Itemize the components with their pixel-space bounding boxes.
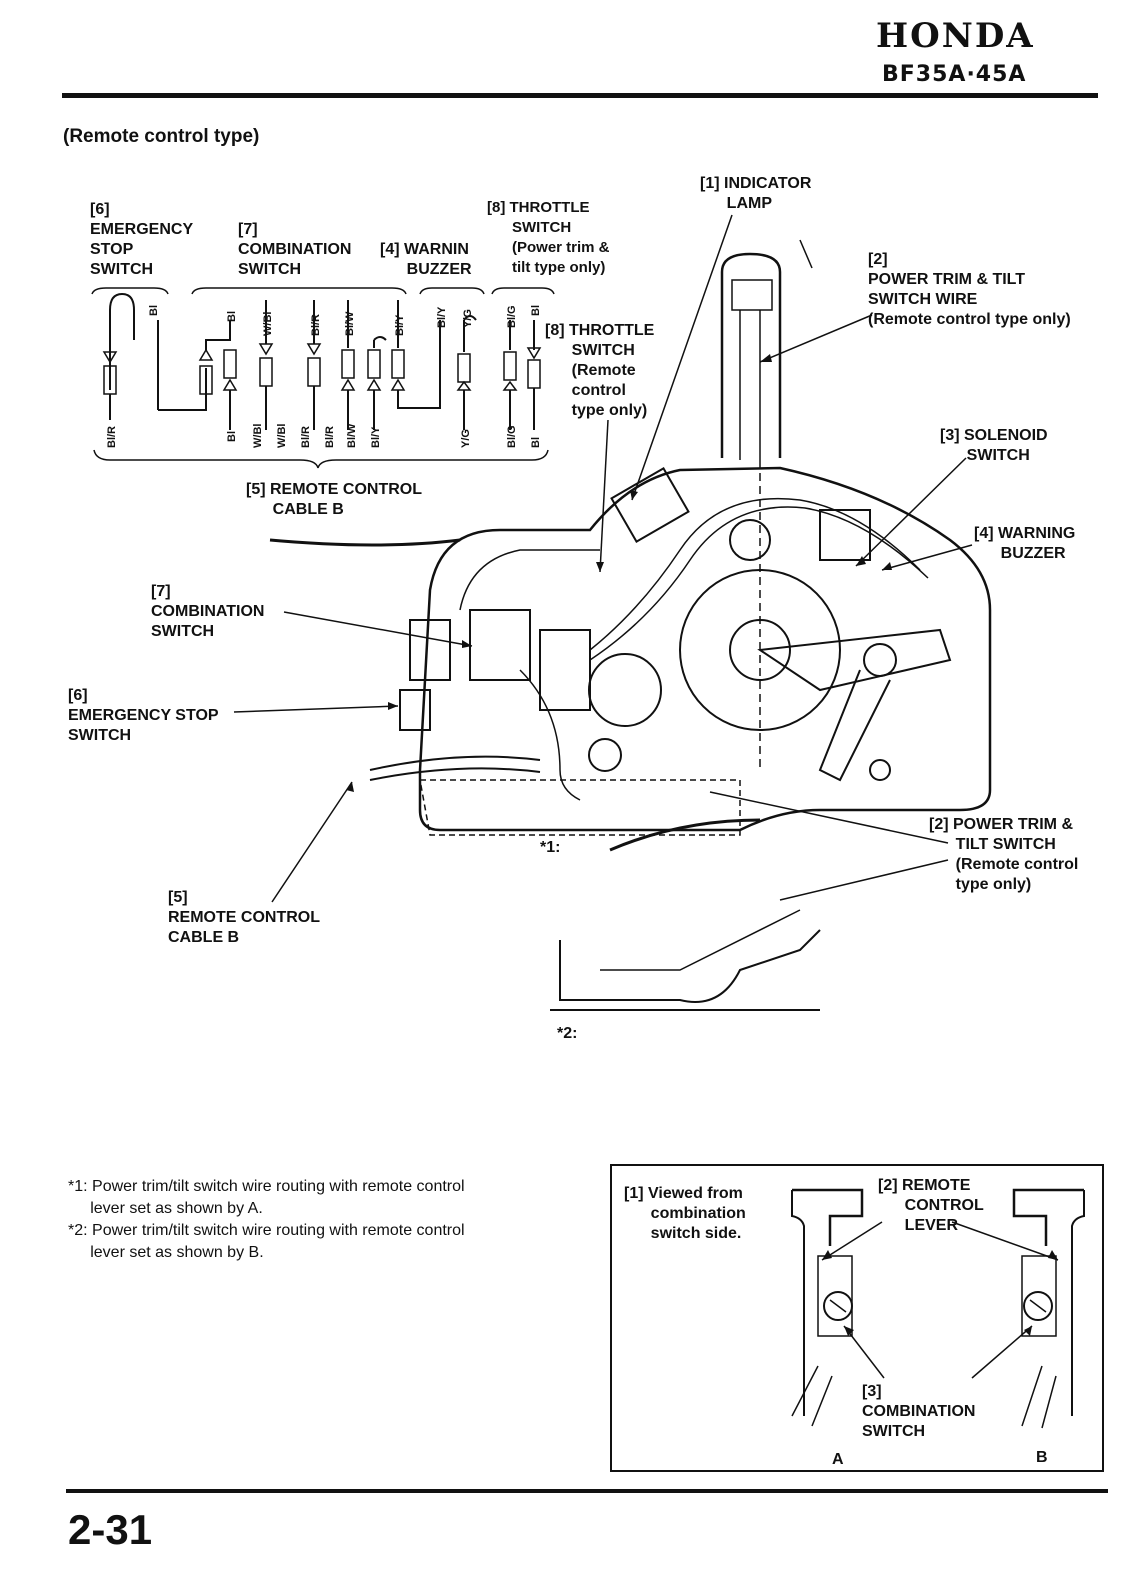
section-title: (Remote control type) (63, 126, 260, 147)
brand-logo: HONDA (876, 16, 1035, 56)
inset-box: [1] Viewed from combination switch side.… (610, 1164, 1104, 1472)
schematic-label-combination: [7] COMBINATION SWITCH (238, 221, 352, 278)
leader-lines (233, 214, 973, 903)
footer-rule (66, 1489, 1108, 1493)
inset-combination-switch: [3] COMBINATION SWITCH (862, 1383, 976, 1440)
callout-throttle-remote: [8] THROTTLE SWITCH (Remote control type… (545, 322, 655, 419)
callout-power-trim-wire: [2] POWER TRIM & TILT SWITCH WIRE (Remot… (868, 251, 1071, 328)
callout-combination-switch: [7] COMBINATION SWITCH (151, 583, 265, 640)
page-number: 2-31 (68, 1506, 153, 1553)
note-2: *2: Power trim/tilt switch wire routing … (68, 1222, 465, 1261)
mark-1: *1: (540, 839, 561, 856)
note-1: *1: Power trim/tilt switch wire routing … (68, 1178, 465, 1217)
callout-solenoid: [3] SOLENOID SWITCH (940, 427, 1048, 464)
callout-warning-buzzer: [4] WARNING BUZZER (974, 525, 1076, 562)
inset-label-b: B (1036, 1449, 1048, 1466)
schematic-label-throttle: [8] THROTTLE SWITCH (Power trim & tilt t… (487, 199, 610, 276)
inset-drawing (791, 1188, 1085, 1429)
callout-emergency-stop: [6] EMERGENCY STOP SWITCH (68, 687, 219, 744)
schematic-label-emergency-stop: [6] EMERGENCY STOP SWITCH (90, 201, 194, 278)
model-designation: BF35A·45A (882, 62, 1027, 87)
callout-indicator-lamp: [1] INDICATOR LAMP (700, 175, 812, 212)
inset-viewed-from: [1] Viewed from combination switch side. (624, 1185, 746, 1242)
wiring-schematic (91, 287, 555, 469)
callout-remote-cable: [5] REMOTE CONTROL CABLE B (168, 889, 320, 946)
mark-2: *2: (557, 1025, 578, 1042)
inset-remote-lever: [2] REMOTE CONTROL LEVER (878, 1177, 984, 1234)
header-rule (62, 93, 1098, 98)
inset-label-a: A (832, 1451, 844, 1468)
control-box-illustration (269, 252, 992, 1011)
schematic-label-warning-buzzer: [4] WARNIN BUZZER (380, 241, 472, 278)
schematic-label-cable: [5] REMOTE CONTROL CABLE B (246, 481, 422, 518)
callout-power-trim-switch: [2] POWER TRIM & TILT SWITCH (Remote con… (929, 816, 1079, 893)
